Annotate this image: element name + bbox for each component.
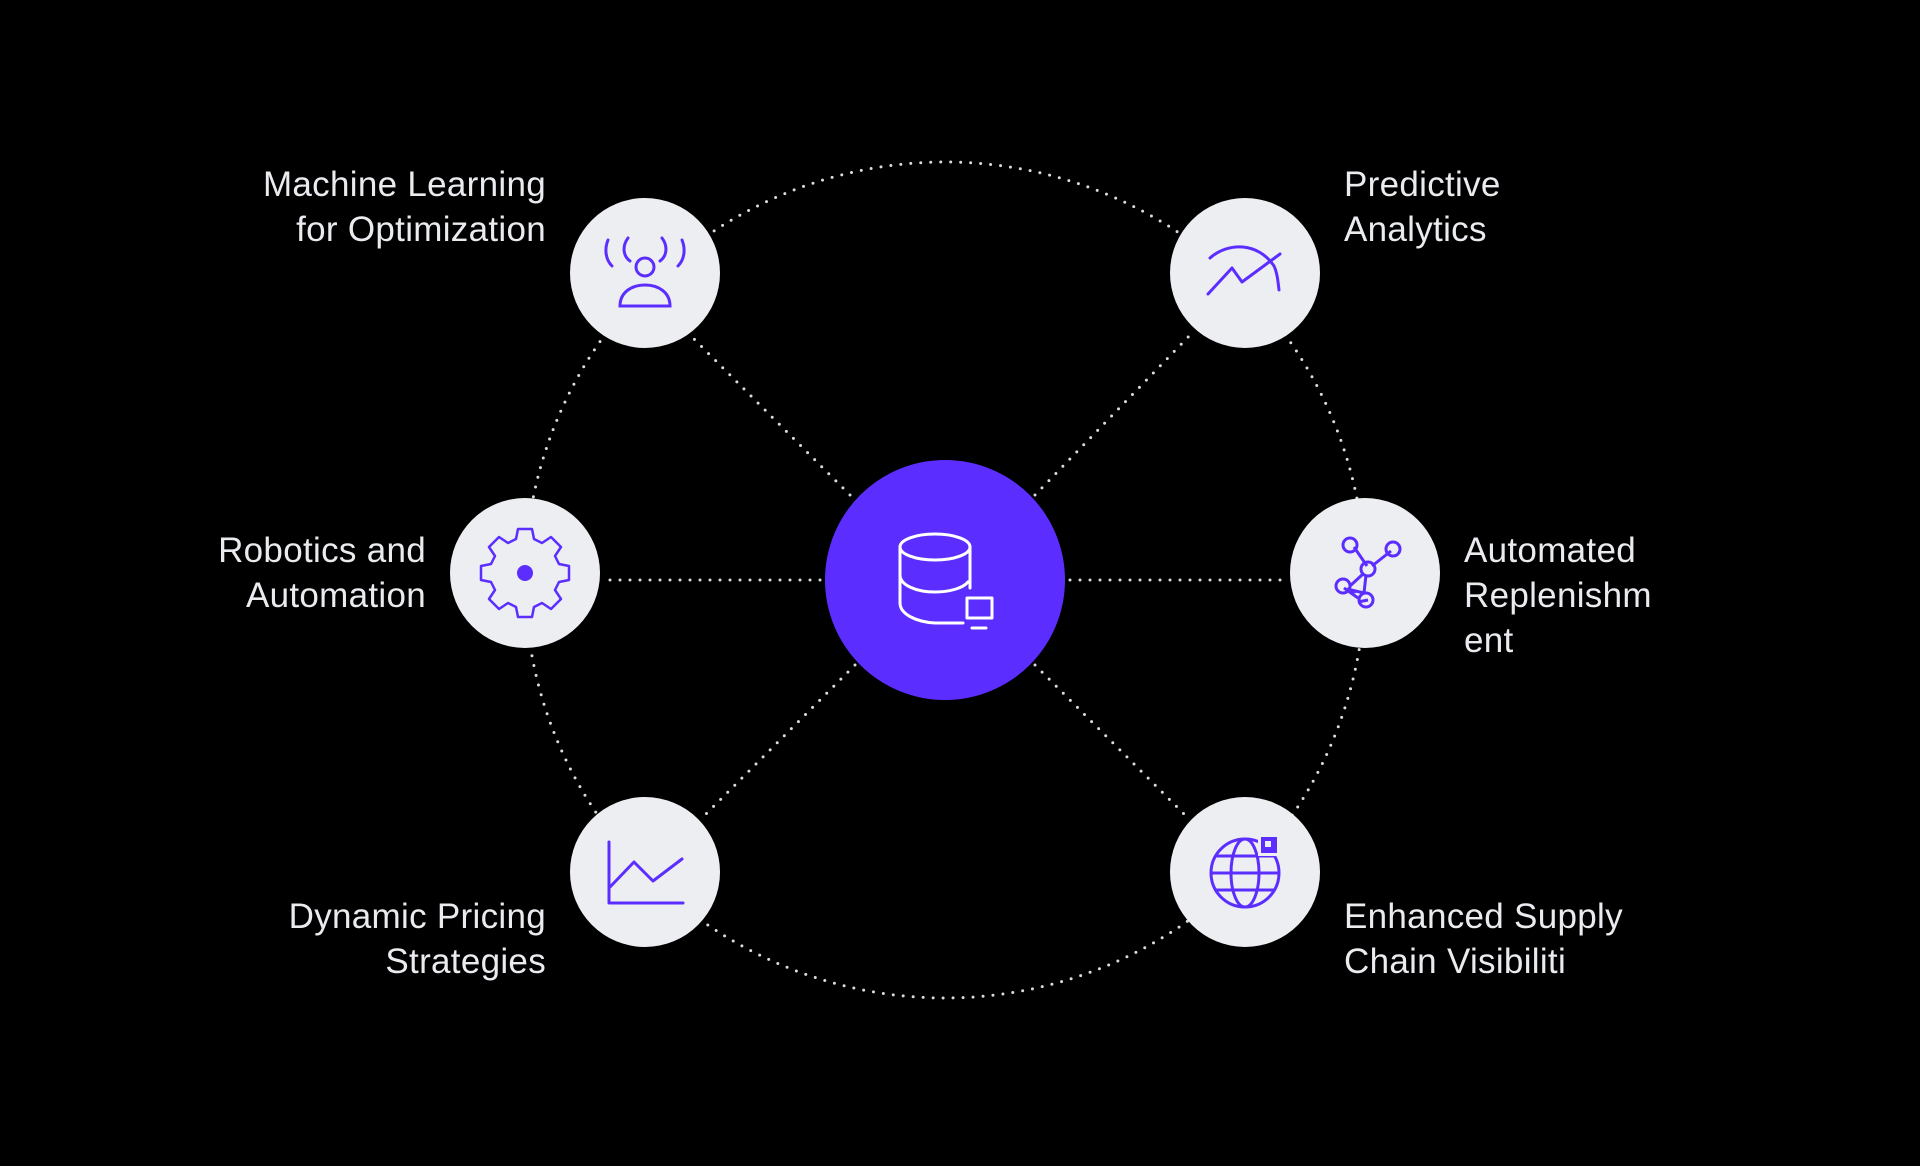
label-line: Automated: [1464, 531, 1636, 570]
spoke-dynamic-pricing: [698, 663, 857, 822]
node-robotics: [450, 498, 600, 648]
node-machine-learning: [570, 198, 720, 348]
trend-line-icon: [1206, 245, 1282, 296]
line-chart-icon: [607, 840, 685, 905]
spoke-machine-learning: [688, 333, 852, 497]
spoke-connectors: [598, 328, 1292, 822]
label-line: for Optimization: [296, 210, 546, 249]
label-supply-chain: Enhanced Supply Chain Visibiliti: [1344, 894, 1623, 984]
spoke-predictive-analytics: [1033, 328, 1197, 497]
node-predictive-analytics: [1170, 198, 1320, 348]
sensing-person-icon: [604, 236, 686, 308]
label-line: Strategies: [385, 942, 546, 981]
label-predictive-analytics: Predictive Analytics: [1344, 162, 1501, 252]
database-icon: [898, 532, 994, 630]
label-line: ent: [1464, 621, 1514, 660]
central-hub: [825, 460, 1065, 700]
label-line: Machine Learning: [262, 165, 546, 204]
node-circle: [1170, 198, 1320, 348]
gear-icon: [479, 527, 571, 619]
label-line: Dynamic Pricing: [288, 897, 546, 936]
label-machine-learning: Machine Learning for Optimization: [263, 162, 546, 252]
label-line: Robotics and: [218, 531, 426, 570]
globe-icon: [1209, 834, 1281, 909]
spoke-supply-chain: [1033, 663, 1192, 822]
label-line: Replenishm: [1464, 576, 1652, 615]
node-automated-replenishment: [1290, 498, 1440, 648]
label-robotics: Robotics and Automation: [218, 528, 426, 618]
label-line: Analytics: [1344, 210, 1487, 249]
node-dynamic-pricing: [570, 797, 720, 947]
node-circle: [570, 198, 720, 348]
hub-circle: [825, 460, 1065, 700]
label-line: Enhanced Supply: [1344, 897, 1623, 936]
label-line: Chain Visibiliti: [1344, 942, 1567, 981]
network-nodes-icon: [1334, 536, 1402, 609]
label-dynamic-pricing: Dynamic Pricing Strategies: [289, 894, 546, 984]
label-line: Automation: [245, 576, 426, 615]
node-circle: [1290, 498, 1440, 648]
label-automated-replenishment: Automated Replenishm ent: [1464, 528, 1652, 663]
node-supply-chain: [1170, 797, 1320, 947]
label-line: Predictive: [1344, 165, 1501, 204]
